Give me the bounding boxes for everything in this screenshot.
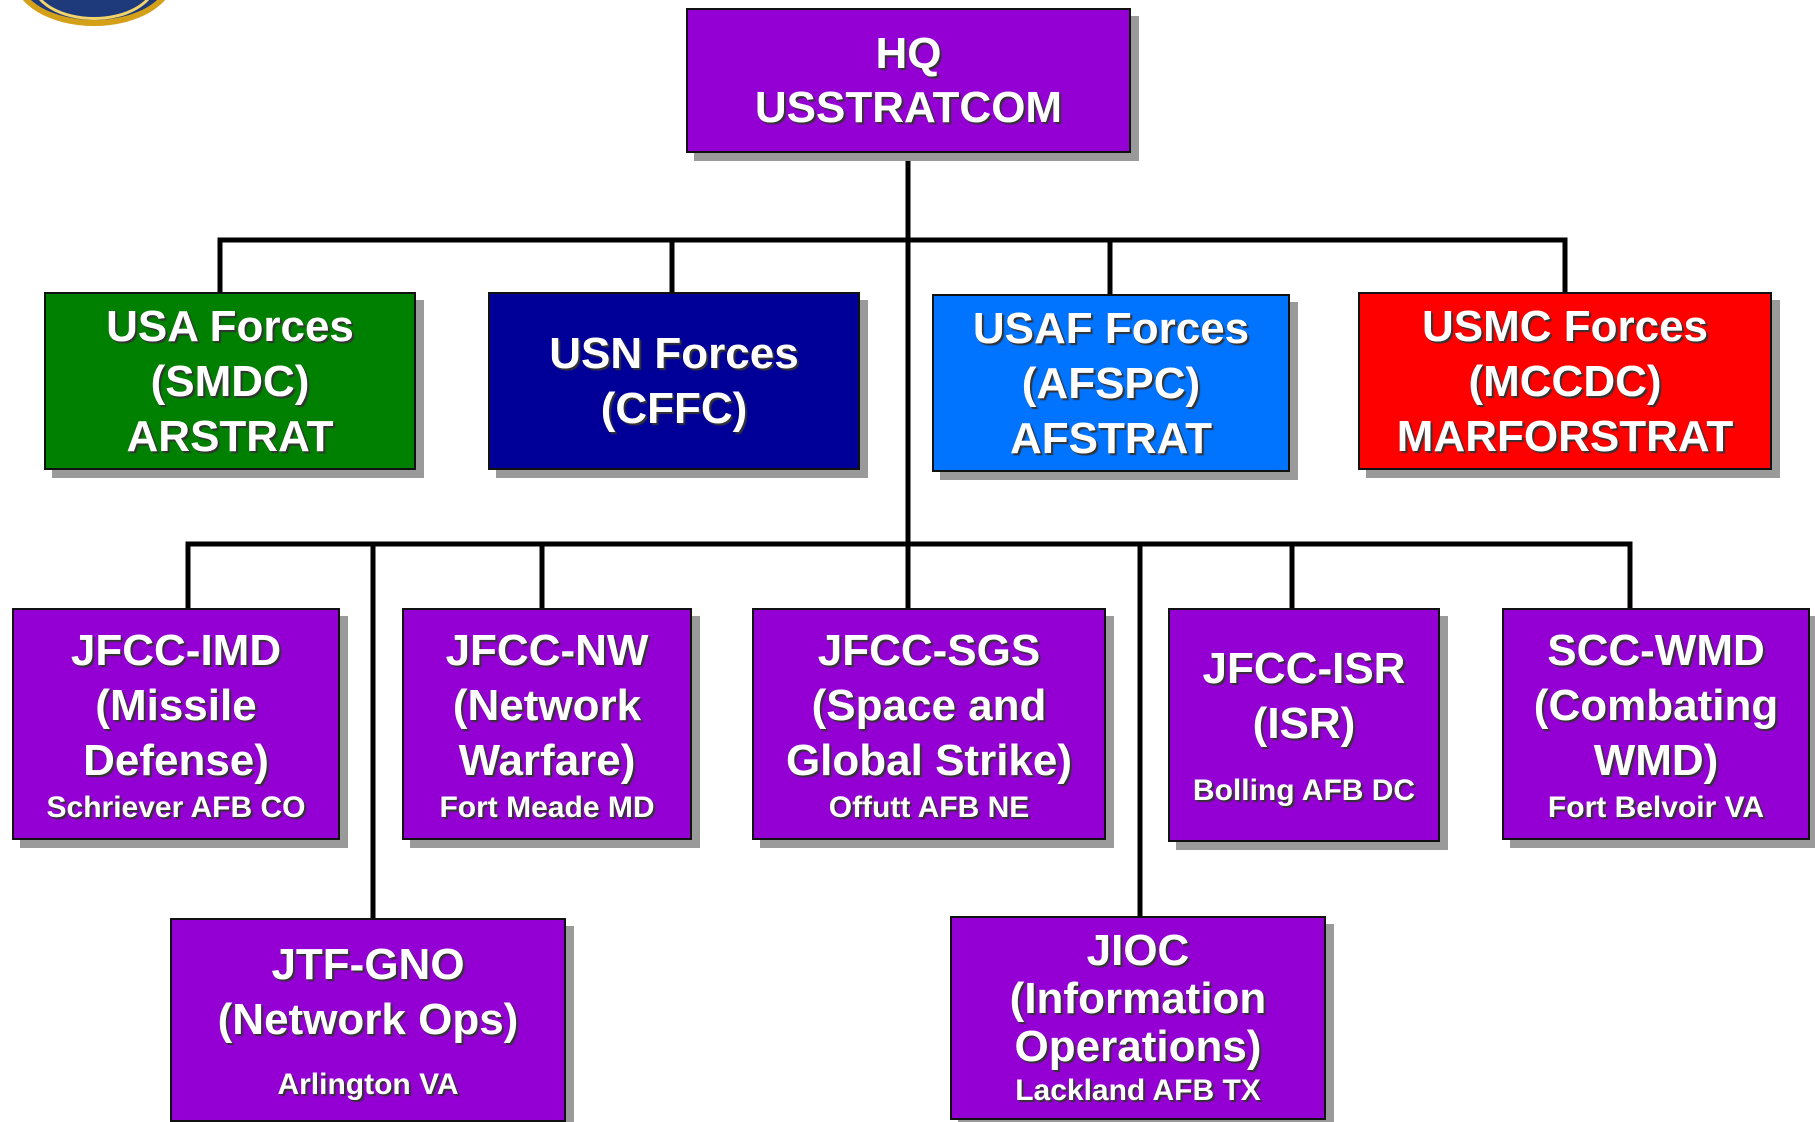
usaf-forces-box: USAF Forces (AFSPC) AFSTRAT xyxy=(932,294,1290,472)
jfcc-sgs-mission-2: Global Strike) xyxy=(785,735,1073,785)
jfcc-nw-mission-1: (Network xyxy=(452,680,642,730)
hq-line2: USSTRATCOM xyxy=(754,82,1063,132)
usaf-forces-title: USAF Forces xyxy=(972,303,1250,353)
usmc-forces-strat: MARFORSTRAT xyxy=(1396,411,1734,461)
jtf-gno-location: Arlington VA xyxy=(277,1068,459,1101)
usmc-forces-title: USMC Forces xyxy=(1421,301,1709,351)
jfcc-imd-box: JFCC-IMD (Missile Defense) Schriever AFB… xyxy=(12,608,340,840)
usn-forces-box: USN Forces (CFFC) xyxy=(488,292,860,470)
scc-wmd-mission-1: (Combating xyxy=(1533,680,1779,730)
scc-wmd-location: Fort Belvoir VA xyxy=(1547,790,1765,824)
usaf-forces-org: (AFSPC) xyxy=(1021,358,1201,408)
jfcc-isr-box: JFCC-ISR (ISR) Bolling AFB DC xyxy=(1168,608,1440,842)
jfcc-sgs-title: JFCC-SGS xyxy=(817,625,1041,675)
jtf-gno-mission: (Network Ops) xyxy=(217,995,519,1044)
jtf-gno-box: JTF-GNO (Network Ops) Arlington VA xyxy=(170,918,566,1122)
jfcc-nw-title: JFCC-NW xyxy=(445,625,649,675)
jfcc-sgs-location: Offutt AFB NE xyxy=(828,790,1030,824)
jfcc-imd-mission-2: Defense) xyxy=(83,735,269,785)
jfcc-imd-mission-1: (Missile xyxy=(95,680,257,730)
jfcc-nw-location: Fort Meade MD xyxy=(439,790,655,824)
jfcc-sgs-mission-1: (Space and xyxy=(811,680,1047,730)
jfcc-sgs-box: JFCC-SGS (Space and Global Strike) Offut… xyxy=(752,608,1106,840)
usmc-forces-box: USMC Forces (MCCDC) MARFORSTRAT xyxy=(1358,292,1772,470)
usa-forces-strat: ARSTRAT xyxy=(126,411,334,461)
usmc-forces-org: (MCCDC) xyxy=(1468,356,1662,406)
scc-wmd-box: SCC-WMD (Combating WMD) Fort Belvoir VA xyxy=(1502,608,1810,840)
usa-forces-org: (SMDC) xyxy=(150,356,310,406)
scc-wmd-title: SCC-WMD xyxy=(1547,625,1765,675)
hq-line1: HQ xyxy=(875,28,942,78)
usa-forces-title: USA Forces xyxy=(106,301,354,351)
usn-forces-title: USN Forces xyxy=(549,329,799,378)
jfcc-nw-box: JFCC-NW (Network Warfare) Fort Meade MD xyxy=(402,608,692,840)
jioc-box: JIOC (Information Operations) Lackland A… xyxy=(950,916,1326,1120)
jfcc-isr-title: JFCC-ISR xyxy=(1202,644,1406,693)
jfcc-isr-location: Bolling AFB DC xyxy=(1192,774,1416,807)
jioc-mission-1: (Information xyxy=(1009,974,1267,1023)
jfcc-nw-mission-2: Warfare) xyxy=(458,735,636,785)
jioc-mission-2: Operations) xyxy=(1014,1022,1262,1071)
jtf-gno-title: JTF-GNO xyxy=(271,940,465,989)
usaf-forces-strat: AFSTRAT xyxy=(1009,413,1213,463)
jioc-title: JIOC xyxy=(1086,926,1190,975)
hq-usstratcom-box: HQ USSTRATCOM xyxy=(686,8,1131,153)
jfcc-imd-title: JFCC-IMD xyxy=(70,625,282,675)
usa-forces-box: USA Forces (SMDC) ARSTRAT xyxy=(44,292,416,470)
scc-wmd-mission-2: WMD) xyxy=(1593,735,1719,785)
jfcc-imd-location: Schriever AFB CO xyxy=(46,790,306,824)
jfcc-isr-mission: (ISR) xyxy=(1252,699,1356,748)
usn-forces-org: (CFFC) xyxy=(600,384,748,433)
jioc-location: Lackland AFB TX xyxy=(1015,1074,1261,1107)
